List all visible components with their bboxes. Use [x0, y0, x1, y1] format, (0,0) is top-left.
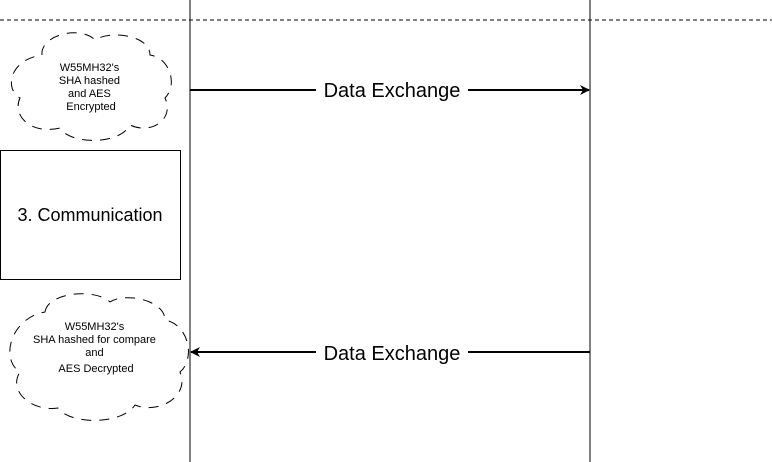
communication-box[interactable]: 3. Communication: [0, 150, 181, 280]
arrow-data-exchange-top[interactable]: Data Exchange: [190, 77, 590, 103]
arrow-top-label: Data Exchange: [324, 80, 461, 102]
communication-box-rect: [0, 150, 181, 280]
cloud-top-shape: [10, 32, 172, 141]
communication-box-label: 3. Communication: [17, 205, 162, 225]
arrow-bottom-label-bg: [316, 339, 468, 365]
arrow-top-label-bg: [316, 77, 468, 103]
svg-text:W55MH32's SHA hashed for: W55MH32's SHA hashed for compare and AES…: [33, 321, 159, 375]
arrow-bottom-label: Data Exchange: [324, 343, 461, 365]
cloud-bottom-shape: [9, 293, 189, 421]
cloud-bottom-line-4: AES Decrypted: [58, 363, 133, 375]
cloud-bottom[interactable]: W55MH32's SHA hashed for compare and AES…: [9, 293, 189, 421]
svg-text:W55MH32's SHA hashed: W55MH32's SHA hashed and AES Encrypted: [59, 62, 123, 113]
arrow-data-exchange-bottom[interactable]: Data Exchange: [190, 339, 590, 365]
cloud-bottom-line-1: W55MH32's: [65, 321, 125, 333]
cloud-top[interactable]: W55MH32's SHA hashed and AES Encrypted: [10, 32, 172, 141]
cloud-bottom-line-2: SHA hashed for compare: [33, 334, 156, 346]
cloud-top-line-4: Encrypted: [66, 101, 116, 113]
cloud-bottom-line-3: and: [85, 347, 103, 359]
cloud-top-line-2: SHA hashed: [59, 75, 120, 87]
cloud-top-line-3: and AES: [68, 88, 111, 100]
cloud-top-line-1: W55MH32's: [60, 62, 120, 74]
